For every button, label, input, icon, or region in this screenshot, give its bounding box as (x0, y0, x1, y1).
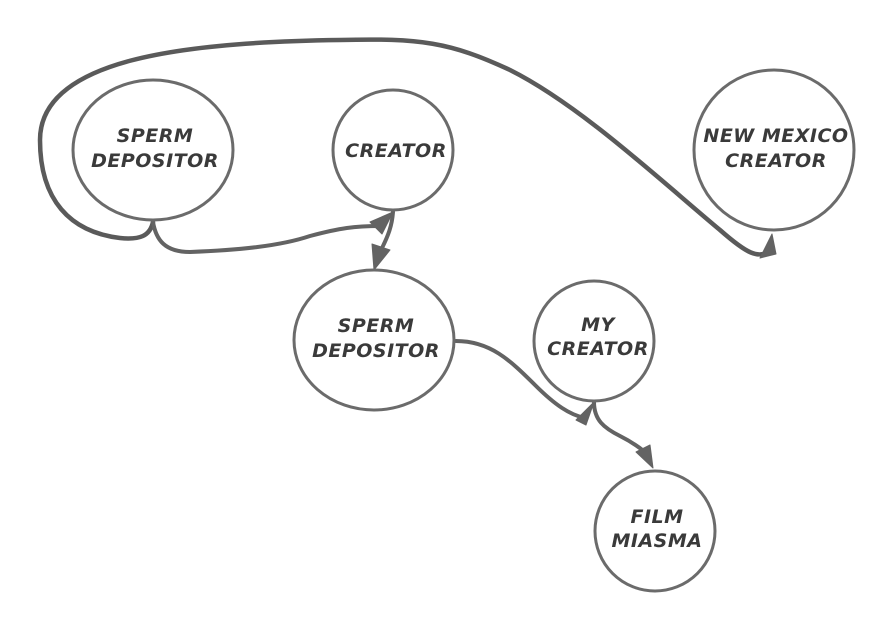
node-shape (532, 279, 656, 403)
node-sperm-depositor-2[interactable]: SPERM DEPOSITOR (292, 268, 456, 412)
arrow-head-n6 (635, 444, 654, 469)
node-label-line: DEPOSITOR (91, 150, 219, 172)
arrow-head-n2 (369, 211, 394, 235)
node-film-miasma[interactable]: FILM MIASMA (593, 469, 717, 593)
node-my-creator[interactable]: MY CREATOR (532, 279, 656, 403)
node-label-line: DEPOSITOR (312, 340, 440, 362)
node-label-line: FILM (630, 506, 683, 528)
node-shape (331, 88, 455, 212)
node-label-line: NEW MEXICO (703, 125, 848, 147)
edges-layer (37, 37, 777, 469)
arrow-head-n5 (575, 401, 595, 426)
node-shape (71, 78, 235, 222)
node-label-line: CREATOR (725, 150, 827, 172)
edge-n1-to-n2 (151, 220, 382, 254)
node-creator[interactable]: CREATOR (331, 88, 455, 212)
node-label-line: MIASMA (612, 530, 703, 552)
node-label-line: CREATOR (345, 140, 447, 162)
edge-n4-to-n5 (454, 339, 587, 420)
node-shape (692, 68, 856, 232)
node-label-line: SPERM (338, 315, 415, 337)
node-sperm-depositor-1[interactable]: SPERM DEPOSITOR (71, 78, 235, 222)
node-shape (292, 268, 456, 412)
edge-n5-to-n6 (592, 400, 647, 454)
node-label-line: MY (581, 314, 616, 336)
node-label-line: SPERM (117, 125, 194, 147)
edge-n1-to-n3 (37, 37, 775, 257)
arrow-head-n4 (371, 243, 391, 271)
arrow-head-n3 (759, 233, 777, 259)
node-label-line: CREATOR (547, 338, 649, 360)
node-new-mexico-creator[interactable]: NEW MEXICO CREATOR (692, 68, 856, 232)
edge-n2-to-n4 (380, 210, 395, 250)
node-shape (593, 469, 717, 593)
nodes-layer: SPERM DEPOSITOR CREATOR NEW MEXICO CREAT… (71, 68, 856, 593)
